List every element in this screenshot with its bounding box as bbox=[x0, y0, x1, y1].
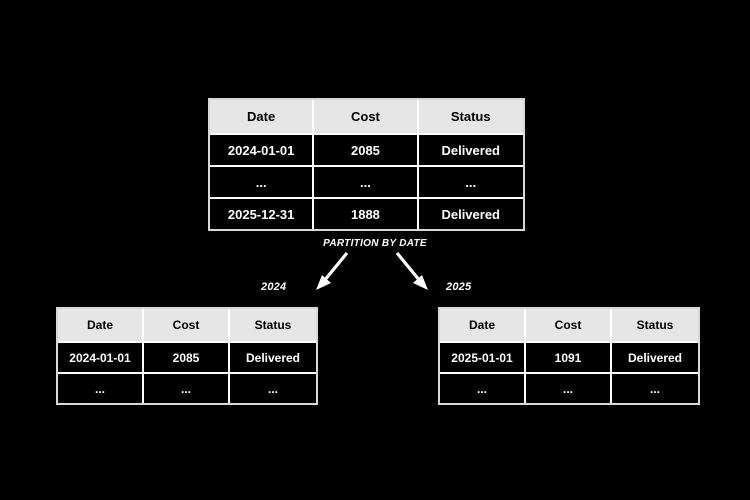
column-header-date: Date bbox=[440, 309, 526, 341]
cell-cost: ... bbox=[314, 165, 419, 197]
column-header-date: Date bbox=[58, 309, 144, 341]
cell-status: ... bbox=[418, 165, 523, 197]
partition-operation-label: PARTITION BY DATE bbox=[323, 238, 427, 249]
table-row: 2024-01-01 2085 Delivered bbox=[210, 133, 523, 165]
partition-table-2025: Date Cost Status 2025-01-01 1091 Deliver… bbox=[438, 307, 700, 405]
table-header-row: Date Cost Status bbox=[440, 309, 698, 341]
cell-cost: ... bbox=[526, 372, 612, 403]
column-header-cost: Cost bbox=[314, 100, 419, 133]
arrow-to-2025-icon bbox=[395, 251, 428, 290]
column-header-status: Status bbox=[418, 100, 523, 133]
cell-date: 2024-01-01 bbox=[210, 133, 315, 165]
cell-date: 2025-12-31 bbox=[210, 197, 315, 229]
cell-date: 2024-01-01 bbox=[58, 341, 144, 372]
cell-status: ... bbox=[612, 372, 698, 403]
table-row: 2025-01-01 1091 Delivered bbox=[440, 341, 698, 372]
cell-date: 2025-01-01 bbox=[440, 341, 526, 372]
cell-date: ... bbox=[210, 165, 315, 197]
cell-cost: 2085 bbox=[314, 133, 419, 165]
source-table: Date Cost Status 2024-01-01 2085 Deliver… bbox=[208, 98, 525, 231]
column-header-cost: Cost bbox=[144, 309, 230, 341]
partition-table-2024: Date Cost Status 2024-01-01 2085 Deliver… bbox=[56, 307, 318, 405]
cell-cost: 1091 bbox=[526, 341, 612, 372]
cell-status: Delivered bbox=[418, 133, 523, 165]
table-header-row: Date Cost Status bbox=[58, 309, 316, 341]
arrow-to-2024-icon bbox=[316, 251, 349, 290]
cell-status: Delivered bbox=[230, 341, 316, 372]
column-header-status: Status bbox=[612, 309, 698, 341]
cell-cost: ... bbox=[144, 372, 230, 403]
column-header-date: Date bbox=[210, 100, 315, 133]
table-row: ... ... ... bbox=[58, 372, 316, 403]
table-row: ... ... ... bbox=[440, 372, 698, 403]
table-row: ... ... ... bbox=[210, 165, 523, 197]
table-header-row: Date Cost Status bbox=[210, 100, 523, 133]
cell-status: ... bbox=[230, 372, 316, 403]
cell-date: ... bbox=[58, 372, 144, 403]
cell-status: Delivered bbox=[612, 341, 698, 372]
year-label-2024: 2024 bbox=[261, 281, 287, 293]
table-row: 2025-12-31 1888 Delivered bbox=[210, 197, 523, 229]
year-label-2025: 2025 bbox=[446, 281, 472, 293]
table-row: 2024-01-01 2085 Delivered bbox=[58, 341, 316, 372]
cell-status: Delivered bbox=[418, 197, 523, 229]
column-header-status: Status bbox=[230, 309, 316, 341]
cell-cost: 2085 bbox=[144, 341, 230, 372]
cell-cost: 1888 bbox=[314, 197, 419, 229]
cell-date: ... bbox=[440, 372, 526, 403]
column-header-cost: Cost bbox=[526, 309, 612, 341]
